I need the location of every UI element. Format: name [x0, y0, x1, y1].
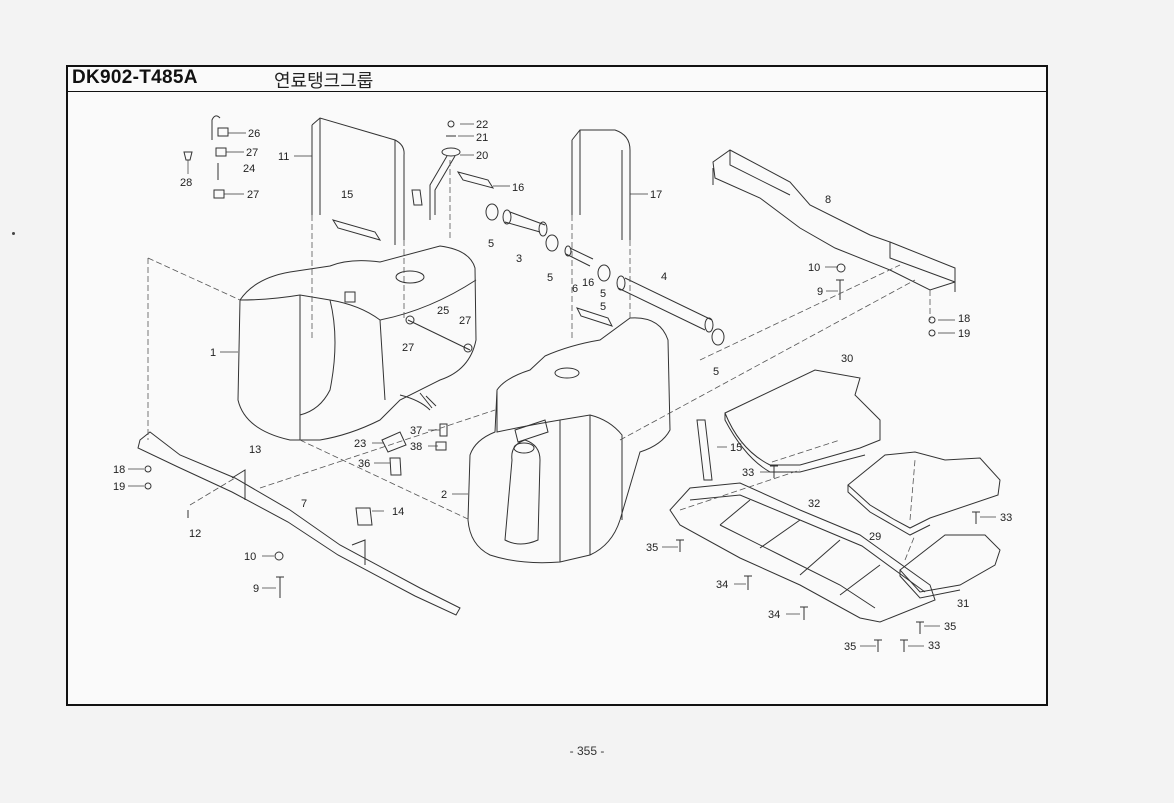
model-code: DK902-T485A [72, 67, 198, 88]
callout-32: 32 [808, 498, 820, 510]
callout-23: 23 [354, 438, 366, 450]
callout-26: 26 [248, 128, 260, 140]
callout-20: 20 [476, 150, 488, 162]
callout-6: 6 [572, 283, 578, 295]
callout-29: 29 [869, 531, 881, 543]
fuel-tank-2 [467, 317, 671, 564]
callout-9: 9 [817, 286, 823, 298]
callout-28: 28 [180, 177, 192, 189]
fuel-tank-1 [237, 245, 477, 441]
callout-18: 18 [958, 313, 970, 325]
callout-5: 5 [488, 238, 494, 250]
callout-5: 5 [547, 272, 553, 284]
bolts [144, 263, 980, 652]
callout-27: 27 [247, 189, 259, 201]
callout-33: 33 [928, 640, 940, 652]
callout-18: 18 [113, 464, 125, 476]
skid-plate-32 [669, 482, 936, 623]
callout-9: 9 [253, 583, 259, 595]
mounting-frame-8 [712, 149, 956, 292]
callout-27: 27 [246, 147, 258, 159]
callout-36: 36 [358, 458, 370, 470]
hose-clamps-5 [485, 203, 725, 346]
callout-31: 31 [957, 598, 969, 610]
fuel-sender-unit [411, 120, 461, 220]
fittings [344, 291, 473, 476]
callout-16: 16 [582, 277, 594, 289]
callout-17: 17 [650, 189, 662, 201]
tank-strap-11 [311, 117, 405, 245]
callout-16: 16 [512, 182, 524, 194]
callout-19: 19 [113, 481, 125, 493]
diagram-frame: DK902-T485A 연료탱크그룹 [66, 65, 1048, 706]
callout-38: 38 [410, 441, 422, 453]
callout-5: 5 [600, 288, 606, 300]
page-number: - 355 - [569, 744, 605, 758]
callout-15: 15 [730, 442, 742, 454]
guard-plate-31 [899, 534, 1001, 599]
callout-30: 30 [841, 353, 853, 365]
callout-35: 35 [844, 641, 856, 653]
mounting-frame-7 [137, 431, 461, 616]
title-bar: DK902-T485A 연료탱크그룹 [68, 67, 1046, 92]
callout-34: 34 [716, 579, 728, 591]
hose-4 [616, 275, 714, 333]
callout-10: 10 [244, 551, 256, 563]
callout-27: 27 [402, 342, 414, 354]
callout-35: 35 [944, 621, 956, 633]
assembly-lines [147, 160, 931, 561]
callout-35: 35 [646, 542, 658, 554]
guard-plate-29 [847, 451, 1001, 536]
callout-8: 8 [825, 194, 831, 206]
callout-37: 37 [410, 425, 422, 437]
callout-7: 7 [301, 498, 307, 510]
callout-5: 5 [713, 366, 719, 378]
hose-3 [502, 209, 548, 237]
margin-mark [12, 232, 15, 235]
callout-22: 22 [476, 119, 488, 131]
pads [331, 171, 713, 526]
callout-25: 25 [437, 305, 449, 317]
callout-4: 4 [661, 271, 667, 283]
callout-21: 21 [476, 132, 488, 144]
pipe-6 [564, 245, 594, 267]
callout-27: 27 [459, 315, 471, 327]
callout-11: 11 [278, 151, 289, 163]
callout-19: 19 [958, 328, 970, 340]
callout-14: 14 [392, 506, 404, 518]
callout-3: 3 [516, 253, 522, 265]
callout-labels: 26 27 24 28 27 11 15 22 21 20 16 17 5 3 … [113, 119, 1012, 653]
guard-plate-30 [724, 369, 881, 473]
callout-34: 34 [768, 609, 780, 621]
callout-13: 13 [249, 444, 261, 456]
callout-12: 12 [189, 528, 201, 540]
callout-10: 10 [808, 262, 820, 274]
leader-lines [128, 123, 996, 647]
callout-24: 24 [243, 163, 255, 175]
callout-2: 2 [441, 489, 447, 501]
tank-strap-17 [571, 129, 631, 240]
callout-33: 33 [742, 467, 754, 479]
callout-5: 5 [600, 301, 606, 313]
callout-33: 33 [1000, 512, 1012, 524]
callout-15: 15 [341, 189, 353, 201]
breather-parts [183, 115, 229, 199]
group-name: 연료탱크그룹 [274, 71, 374, 92]
callout-1: 1 [210, 347, 216, 359]
